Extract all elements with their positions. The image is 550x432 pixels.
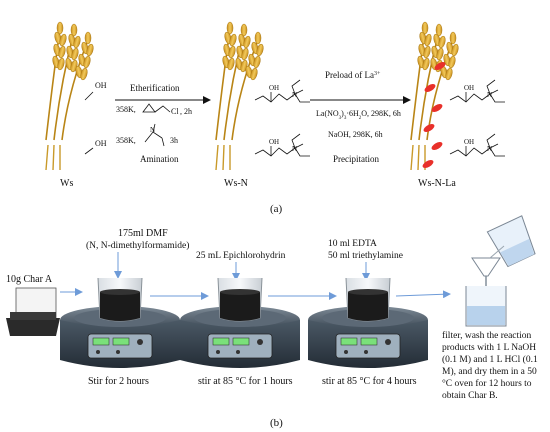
stage-wsn-label: Ws-N [224,178,248,189]
amine-n: N [150,126,155,134]
step1-label: Stir for 2 hours [88,376,149,387]
char-a-box-icon [6,287,60,336]
reagent1-line1: 175ml DMF [118,228,168,239]
panel-b-caption: (b) [270,417,283,429]
hydroxyl-label: OH [95,81,107,90]
panel-a-caption: (a) [270,203,283,215]
filtration-apparatus-icon [465,215,536,327]
step1-cond1-time: , 2h [180,107,192,116]
input-label: 10g Char A [6,274,53,285]
step1-above: Etherification [130,83,180,93]
final-line: (0.1 M) and 1 L HCl (0.1 [442,354,538,365]
amine-n: N [487,91,492,99]
stirrer-3-icon [307,277,429,369]
final-line: products with 1 L NaOH [442,343,536,353]
step2-naoh: NaOH, 298K, 6h [328,130,383,139]
step1-below: Amination [140,154,179,164]
wheat-wsn-icon [215,21,266,171]
hydroxyl-label: OH [95,139,107,148]
stirrer-2-icon [179,277,301,369]
reagent3-line1: 10 ml EDTA [328,239,377,249]
step2-preload: Preload of La3+ [325,70,381,80]
step2-reagent: La(NO3)3·6H2O, 298K, 6h [316,109,401,121]
final-line: M), and dry them in a 50 [442,366,537,377]
stage-wsnla-label: Ws-N-La [418,178,456,189]
flow-arrow-3 [395,290,451,299]
step1-cond2-temp: 358K, [116,136,136,145]
quaternary-amine-chain [449,79,505,157]
lanthanum-particle-icon [422,62,446,168]
amine-n: N [487,145,492,153]
reagent2: 25 mL Epichlorohydrin [196,251,286,261]
final-description: filter, wash the reaction products with … [442,330,538,401]
hydroxyl-label: OH [464,84,474,92]
reagent1-line2: (N, N-dimethylformamide) [86,240,189,251]
hydroxyl-label: OH [269,138,279,146]
panel-b: 10g Char A 175ml DMF (N, N-dimethylforma… [6,215,538,429]
wheat-ws-icon [45,21,96,171]
step2-below: Precipitation [333,154,379,164]
quaternary-amine-chain [254,79,310,157]
cl-atom: Cl [171,107,179,116]
stage-ws-label: Ws [60,178,73,189]
hydroxyl-label: OH [464,138,474,146]
hydroxyl-label: OH [269,84,279,92]
step1-cond2-time: 3h [170,136,178,145]
final-line: filter, wash the reaction [442,330,532,341]
triethylamine-structure-icon [144,123,165,147]
reagent3-line2: 50 ml triethylamine [328,251,403,261]
amine-n: N [292,145,297,153]
step2-label: stir at 85 °C for 1 hours [198,376,293,387]
step1-cond1-temp: 358K, [116,105,136,114]
step3-label: stir at 85 °C for 4 hours [322,376,417,387]
amine-n: N [292,91,297,99]
epichlorohydrin-structure-icon [142,103,171,113]
panel-a: OH OH Ws Etherification 358K, Cl , 2h 35… [45,21,505,215]
final-line: obtain Char B. [442,391,498,401]
final-line: °C oven for 12 hours to [442,378,532,389]
